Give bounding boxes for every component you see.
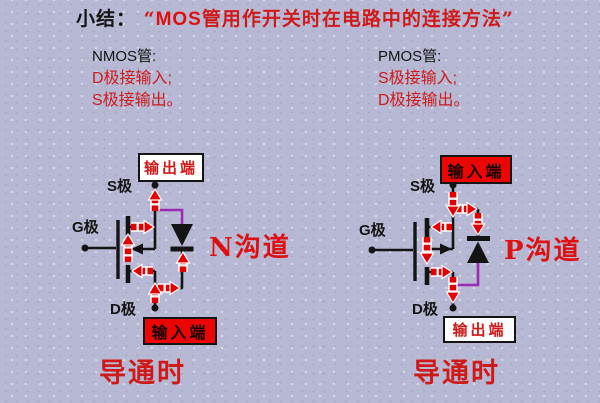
pmos-channel-label: P沟道 [504, 236, 582, 266]
pmos-s-terminal-label: S极 [410, 178, 436, 195]
nmos-s-terminal-label: S极 [107, 178, 133, 195]
nmos-note-heading: NMOS管: [92, 48, 157, 65]
nmos-note-line-2: S极接输出。 [92, 92, 183, 109]
s-terminal-dot [151, 181, 159, 189]
title-mos-highlight: MOS [155, 9, 202, 30]
d-terminal-dot [449, 304, 457, 312]
pmos-note-heading: PMOS管: [378, 48, 442, 65]
title-open-quote: “ [143, 8, 156, 30]
flow-arrowheads [419, 201, 486, 305]
g-terminal-dot [81, 244, 89, 252]
nmos-body-diode-link-wire [156, 208, 184, 224]
nmos-g-terminal-label: G极 [72, 219, 99, 236]
pmos-note-line-2: D极接输出。 [378, 92, 470, 109]
pmos-circuit [368, 181, 490, 312]
nmos-current-flow-arrows [120, 187, 191, 303]
nmos-circuit [81, 181, 194, 312]
pmos-current-flow-arrows [419, 192, 486, 305]
title-text: 管用作开关时在电路中的连接方法 [201, 8, 502, 30]
pmos-body-diode-link-wire [454, 262, 480, 287]
title-close-quote: ” [501, 8, 514, 30]
page-title: 小结： “MOS管用作开关时在电路中的连接方法” [76, 4, 514, 31]
pmos-note-line-1: S极接输入; [378, 70, 458, 87]
d-terminal-dot [151, 304, 159, 312]
nmos-note-line-1: D极接输入; [92, 70, 173, 87]
flow-arrowheads [120, 187, 191, 296]
diode-triangle [467, 241, 489, 263]
pmos-body-arrowhead [440, 243, 452, 255]
nmos-body-diode [170, 224, 194, 252]
g-terminal-dot [368, 246, 376, 254]
nmos-note: NMOS管: D极接输入; S极接输出。 [92, 46, 183, 112]
title-prefix: 小结： [76, 8, 137, 30]
nmos-body-arrowhead [131, 243, 143, 255]
pmos-output-terminal-box: 输出端 [443, 316, 516, 343]
nmos-input-terminal-box: 输入端 [143, 317, 217, 345]
nmos-channel-label: N沟道 [209, 233, 291, 263]
pmos-note: PMOS管: S极接输入; D极接输出。 [378, 46, 470, 112]
pmos-state-label: 导通时 [413, 358, 500, 389]
pmos-g-terminal-label: G极 [359, 222, 386, 239]
diode-bar [170, 246, 194, 252]
pmos-body-diode [467, 236, 490, 263]
nmos-output-terminal-box: 输出端 [138, 153, 204, 182]
pmos-d-terminal-label: D极 [412, 301, 438, 318]
diode-triangle [171, 224, 193, 246]
pmos-input-terminal-box: 输入端 [440, 155, 512, 184]
nmos-d-terminal-label: D极 [110, 301, 136, 318]
diode-bar [467, 236, 490, 241]
nmos-state-label: 导通时 [99, 358, 186, 389]
